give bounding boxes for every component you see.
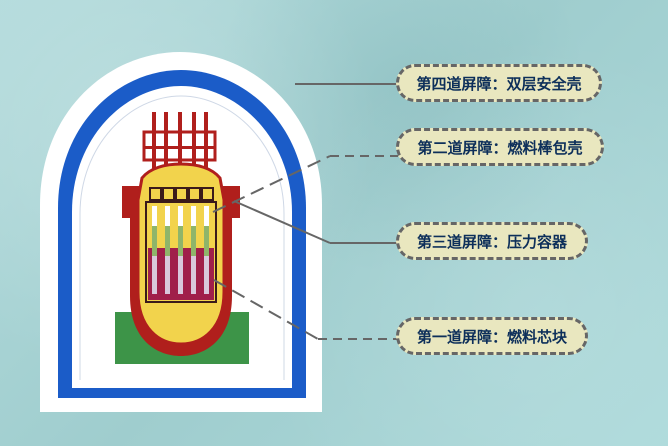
control-rod-drives bbox=[142, 112, 217, 180]
leader-lines bbox=[212, 83, 398, 340]
label-barrier-1: 第一道屏障：燃料芯块 bbox=[396, 317, 588, 355]
fuel-assembly-heads bbox=[149, 187, 214, 201]
label-barrier-3: 第三道屏障：压力容器 bbox=[396, 222, 588, 260]
label-barrier-2: 第二道屏障：燃料棒包壳 bbox=[396, 128, 604, 166]
core-box bbox=[145, 201, 217, 303]
fuel-rods bbox=[152, 206, 209, 294]
leader-line-3 bbox=[233, 200, 331, 244]
label-barrier-4: 第四道屏障：双层安全壳 bbox=[396, 64, 602, 102]
leader-line-2 bbox=[212, 155, 331, 213]
containment-inner-line bbox=[79, 95, 285, 380]
